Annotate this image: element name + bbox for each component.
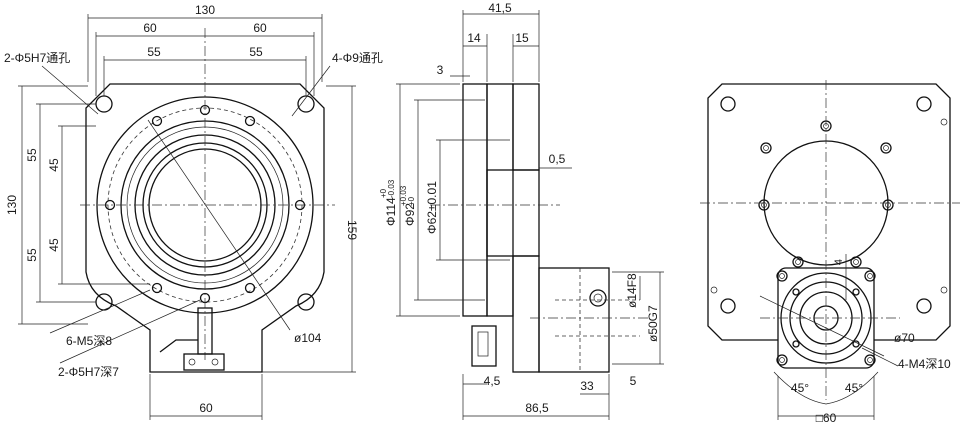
corner-hole-tl <box>95 95 113 113</box>
side-body-top <box>512 83 540 171</box>
dim-55-left: 55 <box>147 45 161 59</box>
callout-through-holes: 4-Φ9通孔 <box>332 51 383 65</box>
side-port <box>589 289 607 307</box>
front-dimension-lines <box>18 14 356 420</box>
outer-ring <box>96 96 314 314</box>
back-hole-tl <box>720 96 736 112</box>
dim-phi-70: ø70 <box>894 331 915 345</box>
dim-55-top: 55 <box>25 148 39 162</box>
dim-33: 33 <box>580 379 594 393</box>
dim-angle-right: 45° <box>845 381 863 395</box>
back-view: ø70 4-M4深10 45° 45° □60 4 <box>700 80 960 425</box>
dim-shaft-50: ø50G7 <box>646 305 660 342</box>
dim-square-60: □60 <box>816 411 837 425</box>
dim-15: 15 <box>515 31 529 45</box>
dim-60-right: 60 <box>253 21 267 35</box>
front-cable <box>159 339 198 353</box>
back-leader-m4 <box>861 347 899 367</box>
corner-hole-br <box>297 293 315 311</box>
dim-55-bottom: 55 <box>25 248 39 262</box>
back-leader-70 <box>759 295 885 357</box>
dim-phi-114: Φ114 <box>384 197 398 226</box>
corner-hole-tr <box>297 95 315 113</box>
side-motor <box>538 267 610 373</box>
dim-60-bottom: 60 <box>199 401 213 415</box>
front-view: 130 60 60 55 55 130 55 45 45 55 159 60 2… <box>4 3 383 420</box>
side-dimension-lines <box>396 10 664 420</box>
back-body-outline <box>707 83 951 341</box>
dim-small-4: 4 <box>833 259 845 265</box>
callout-m4: 4-M4深10 <box>898 357 951 371</box>
dim-4-5: 4,5 <box>484 374 501 388</box>
dim-55-right: 55 <box>249 45 263 59</box>
dim-130-width: 130 <box>195 3 215 17</box>
callout-tapped-holes: 6-M5深8 <box>66 334 112 348</box>
dim-14: 14 <box>467 31 481 45</box>
leader-pcd <box>147 119 291 331</box>
side-motor-flange <box>512 255 540 373</box>
dim-3: 3 <box>437 63 444 77</box>
side-connector <box>471 325 497 367</box>
dim-phi-114-tol-dn: -0.03 <box>387 179 396 198</box>
leader-tapped <box>49 289 151 334</box>
dim-41-5: 41,5 <box>488 1 512 15</box>
leader-pin-top <box>41 65 99 115</box>
callout-pin-holes-bottom: 2-Φ5H7深7 <box>58 365 119 379</box>
back-hole-br <box>916 298 932 314</box>
dim-5: 5 <box>630 374 637 388</box>
side-body-left <box>486 83 514 317</box>
callout-pcd: ø104 <box>294 331 322 345</box>
front-connector-plug <box>183 353 225 371</box>
angle-arc-right <box>825 371 879 405</box>
dim-phi-92-tol-dn: +0 <box>407 196 416 206</box>
dim-phi-92-tol-up: +0.03 <box>399 185 408 206</box>
leader-through <box>291 65 331 117</box>
angle-arc-left <box>773 371 827 405</box>
dim-130-height: 130 <box>5 195 19 215</box>
side-view: 41,5 14 15 3 0,5 Φ114 +0 -0.03 Φ92 +0.03… <box>379 1 664 420</box>
side-flange <box>462 83 488 317</box>
dim-angle-left: 45° <box>791 381 809 395</box>
dim-45-top: 45 <box>47 158 61 172</box>
dim-0-5: 0,5 <box>549 152 566 166</box>
leader-pin-bot <box>59 299 201 364</box>
dim-60-left: 60 <box>143 21 157 35</box>
back-hole-bl <box>720 298 736 314</box>
back-upper-bolts <box>758 120 894 268</box>
back-hole-tr <box>916 96 932 112</box>
dim-phi-62: Φ62±0.01 <box>425 181 439 234</box>
dim-159: 159 <box>345 220 359 240</box>
dim-shaft-14: ø14F8 <box>625 273 639 308</box>
callout-pin-holes-top: 2-Φ5H7通孔 <box>4 51 70 65</box>
dim-phi-92: Φ92 <box>403 203 417 226</box>
dim-phi-114-tol-up: +0 <box>379 188 388 198</box>
dim-86-5: 86,5 <box>525 401 549 415</box>
dim-45-bottom: 45 <box>47 238 61 252</box>
